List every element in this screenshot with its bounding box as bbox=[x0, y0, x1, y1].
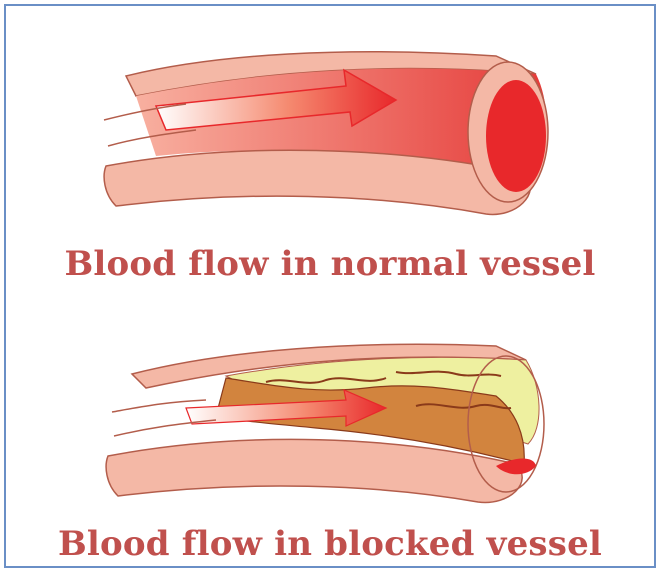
blocked-vessel-panel: Blood flow in blocked vessel bbox=[6, 306, 654, 570]
normal-vessel-illustration bbox=[96, 34, 556, 234]
blocked-vessel-caption: Blood flow in blocked vessel bbox=[6, 524, 654, 564]
normal-vessel-panel: Blood flow in normal vessel bbox=[6, 6, 654, 306]
vessel-opening-inner bbox=[486, 80, 546, 192]
diagram-frame: Blood flow in normal vessel bbox=[4, 4, 656, 568]
blocked-vessel-illustration bbox=[96, 316, 556, 516]
normal-vessel-caption: Blood flow in normal vessel bbox=[6, 244, 654, 284]
